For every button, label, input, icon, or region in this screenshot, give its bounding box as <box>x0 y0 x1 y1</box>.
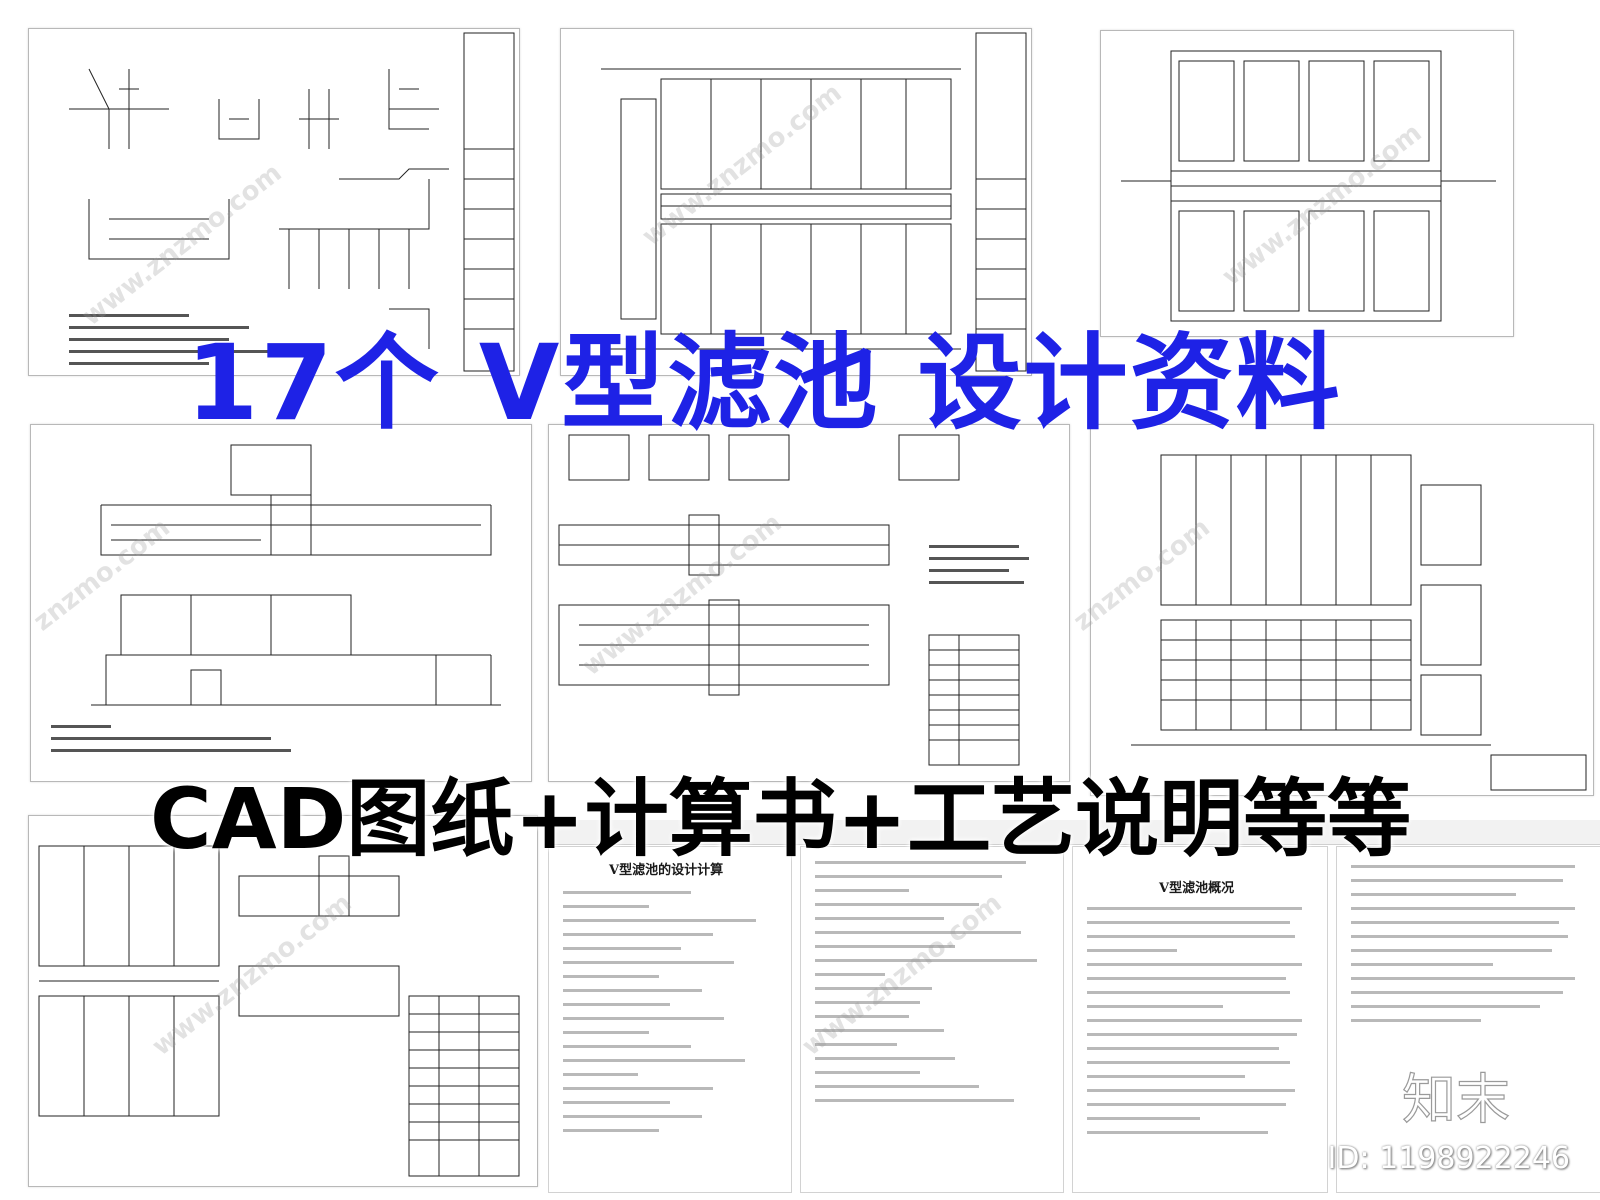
cad-sheet-gallery-plan <box>1100 30 1514 337</box>
cad-drawing-filter-plan <box>601 32 1027 372</box>
doc-overview-body-2 <box>1351 865 1587 1033</box>
cad-drawing-elevations <box>558 434 1029 766</box>
doc-overview-title: V型滤池概况 <box>1159 881 1235 896</box>
brand-logo-text: 知末 <box>1402 1068 1510 1128</box>
doc-page-overview: V型滤池概况 <box>1072 846 1328 1193</box>
headline-sub: CAD图纸+计算书+工艺说明等等 <box>150 770 1412 868</box>
doc-calc-body <box>563 891 777 1143</box>
cad-sheet-elevations <box>548 424 1070 782</box>
doc-page-calculation-2 <box>800 846 1064 1193</box>
document-toolbar <box>548 820 1600 845</box>
cad-drawing-sections <box>51 444 501 752</box>
cad-drawing-pipe-details <box>69 32 515 372</box>
doc-calc-body-2 <box>815 861 1049 1113</box>
cad-sheet-filter-plan <box>560 28 1032 376</box>
cad-drawing-site-plan <box>1131 454 1587 791</box>
doc-page-overview-2 <box>1336 846 1600 1193</box>
doc-overview-body <box>1087 907 1313 1145</box>
brand-logo: 知末 <box>1402 1067 1511 1128</box>
cad-sheet-pipe-details <box>28 28 520 376</box>
doc-calc-title: V型滤池的设计计算 <box>609 863 724 878</box>
cad-sheet-equipment-list <box>28 815 538 1187</box>
doc-page-calculation: V型滤池的设计计算 <box>548 846 792 1193</box>
headline-main: 17个 V型滤池 设计资料 <box>186 322 1342 444</box>
cad-drawing-gallery-plan <box>1121 50 1496 322</box>
cad-drawing-equipment-list <box>38 845 520 1177</box>
cad-sheet-site-plan <box>1090 424 1594 796</box>
image-id-label: ID: 1198922246 <box>1327 1141 1570 1176</box>
cad-sheet-sections <box>30 424 532 782</box>
